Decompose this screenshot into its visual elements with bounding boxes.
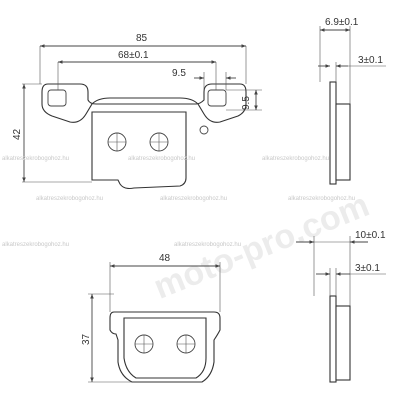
bottom-pad-view: 48 37 xyxy=(81,253,221,383)
top-side-view: 6.9±0.1 3±0.1 xyxy=(318,17,386,185)
dim-hole-spacing: 68±0.1 xyxy=(118,50,149,61)
dim-bottom-total-thickness: 10±0.1 xyxy=(355,230,386,241)
top-indicator-hole xyxy=(199,125,209,135)
dim-ear-width: 9.5 xyxy=(172,68,186,79)
top-pad-view: 85 68±0.1 9.5 9.5 42 xyxy=(12,33,262,190)
watermark-site-3: alkatreszekrobogohoz.hu xyxy=(262,156,329,162)
dim-overall-width: 85 xyxy=(136,33,148,44)
dim-top-total-thickness: 6.9±0.1 xyxy=(325,17,359,28)
watermark-site-7: alkatreszekrobogohoz.hu xyxy=(2,242,69,248)
watermark-site-6: alkatreszekrobogohoz.hu xyxy=(288,196,355,202)
bottom-side-plate xyxy=(329,295,337,383)
bottom-side-view: 10±0.1 3±0.1 xyxy=(296,230,386,383)
dim-top-plate-thickness: 3±0.1 xyxy=(358,55,383,66)
dim-height: 42 xyxy=(12,128,23,140)
watermark-site-2: alkatreszekrobogohoz.hu xyxy=(128,156,195,162)
top-side-lining xyxy=(335,103,351,181)
dim-bottom-height: 37 xyxy=(81,333,92,345)
dim-bottom-plate-thickness: 3±0.1 xyxy=(355,263,380,274)
top-side-plate xyxy=(329,81,337,185)
watermark-site-1: alkatreszekrobogohoz.hu xyxy=(2,156,69,162)
bottom-side-lining xyxy=(335,305,351,381)
bottom-friction-block xyxy=(123,317,207,379)
watermark-site-4: alkatreszekrobogohoz.hu xyxy=(36,196,103,202)
dim-bottom-width: 48 xyxy=(159,253,171,264)
left-ear-hole xyxy=(47,89,67,107)
top-friction-block xyxy=(91,111,187,190)
dim-ear-height: 9.5 xyxy=(241,96,252,110)
watermark-site-5: alkatreszekrobogohoz.hu xyxy=(160,196,227,202)
right-ear-hole xyxy=(207,89,227,107)
top-backing-plate xyxy=(41,83,247,123)
watermark-site-8: alkatreszekrobogohoz.hu xyxy=(174,242,241,248)
